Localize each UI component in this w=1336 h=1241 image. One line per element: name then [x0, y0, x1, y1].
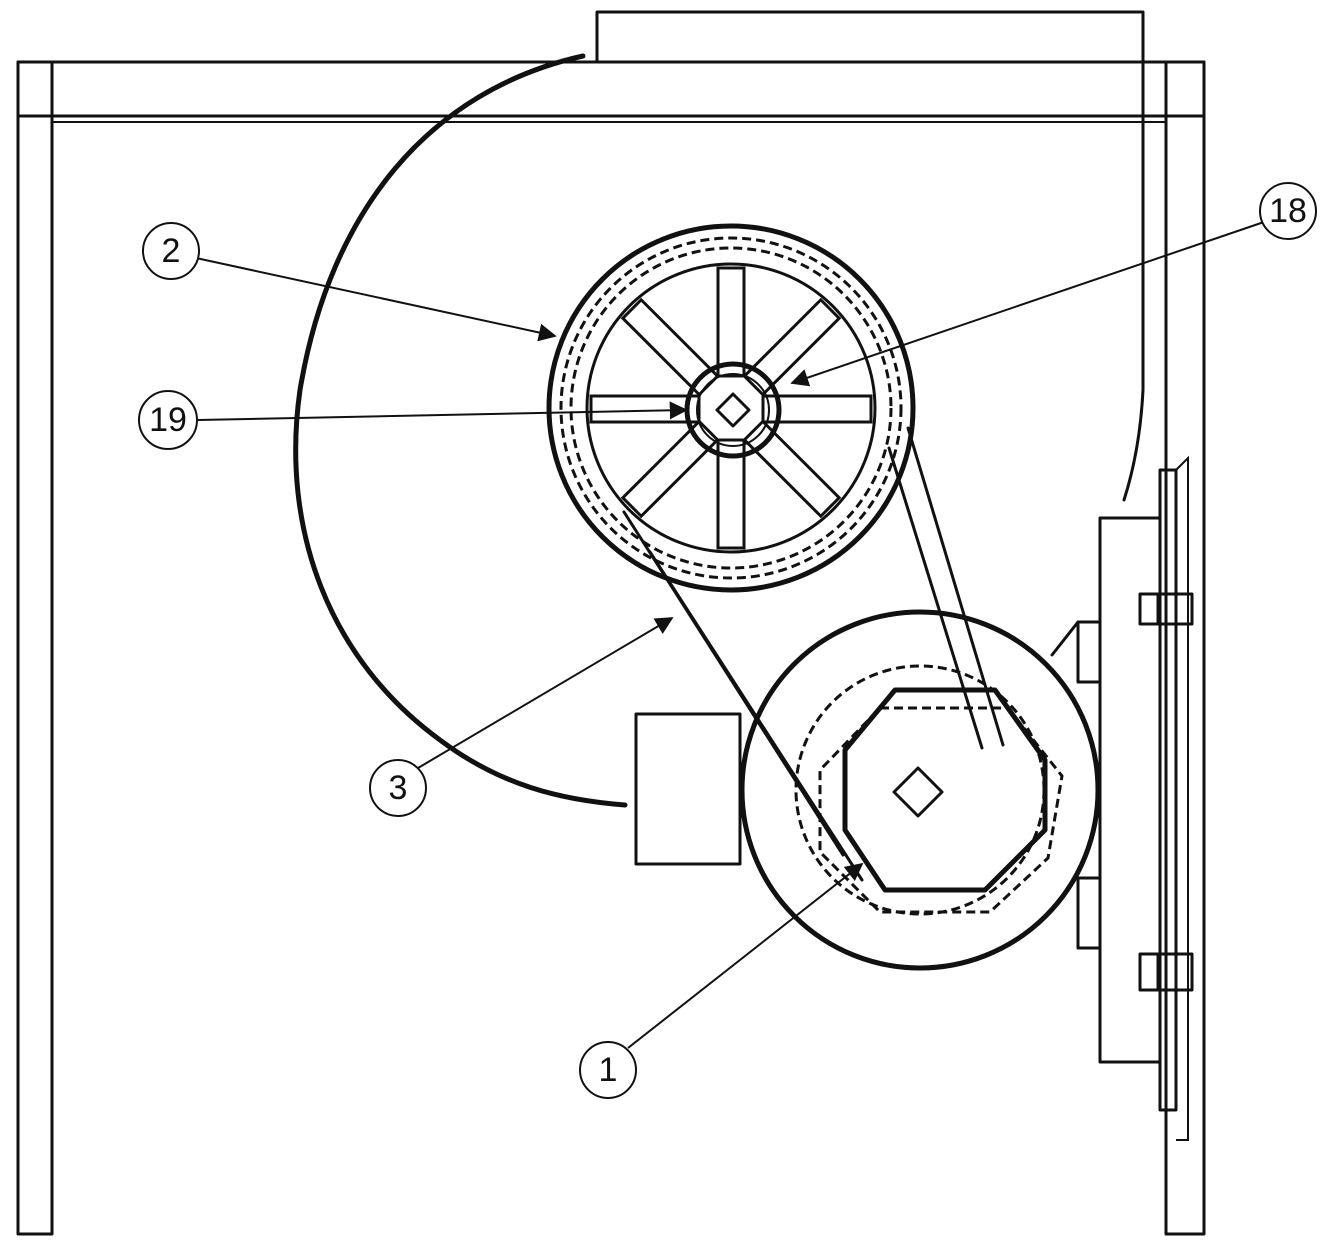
left-post — [16, 60, 54, 1236]
frame — [16, 60, 1206, 1236]
leader-18 — [790, 221, 1265, 387]
right-post — [1164, 60, 1206, 1236]
callout-3-label: 3 — [389, 769, 408, 807]
callout-18-label: 18 — [1269, 192, 1307, 230]
callout-2-label: 2 — [162, 232, 181, 270]
callout-18: 18 — [1259, 182, 1317, 240]
callout-1-label: 1 — [599, 1051, 618, 1089]
motor-shaft-key — [892, 766, 944, 818]
callout-2: 2 — [142, 222, 200, 280]
leader-3 — [417, 617, 674, 769]
v-belt — [622, 426, 1005, 882]
callout-1: 1 — [579, 1041, 637, 1099]
pulley-shaft-key — [715, 392, 751, 428]
leader-1 — [627, 862, 864, 1049]
callout-3: 3 — [369, 759, 427, 817]
large-pulley — [546, 223, 916, 593]
motor-junction-box — [634, 712, 742, 866]
leader-lines — [195, 221, 1265, 1049]
leader-2 — [195, 257, 557, 342]
small-pulley — [842, 687, 1048, 893]
motor-pulley-assembly — [739, 609, 1101, 971]
motor-mount-plate — [1050, 455, 1189, 1141]
pulley-spokes — [589, 266, 873, 550]
callout-19-label: 19 — [149, 401, 187, 439]
top-bracket — [595, 10, 1145, 502]
mount-bolt-upper — [1138, 592, 1194, 626]
fan-housing — [293, 53, 628, 808]
motor-housing — [739, 609, 1101, 971]
callout-19: 19 — [138, 390, 198, 450]
leader-19 — [197, 401, 688, 421]
mount-bolt-lower — [1138, 952, 1194, 992]
